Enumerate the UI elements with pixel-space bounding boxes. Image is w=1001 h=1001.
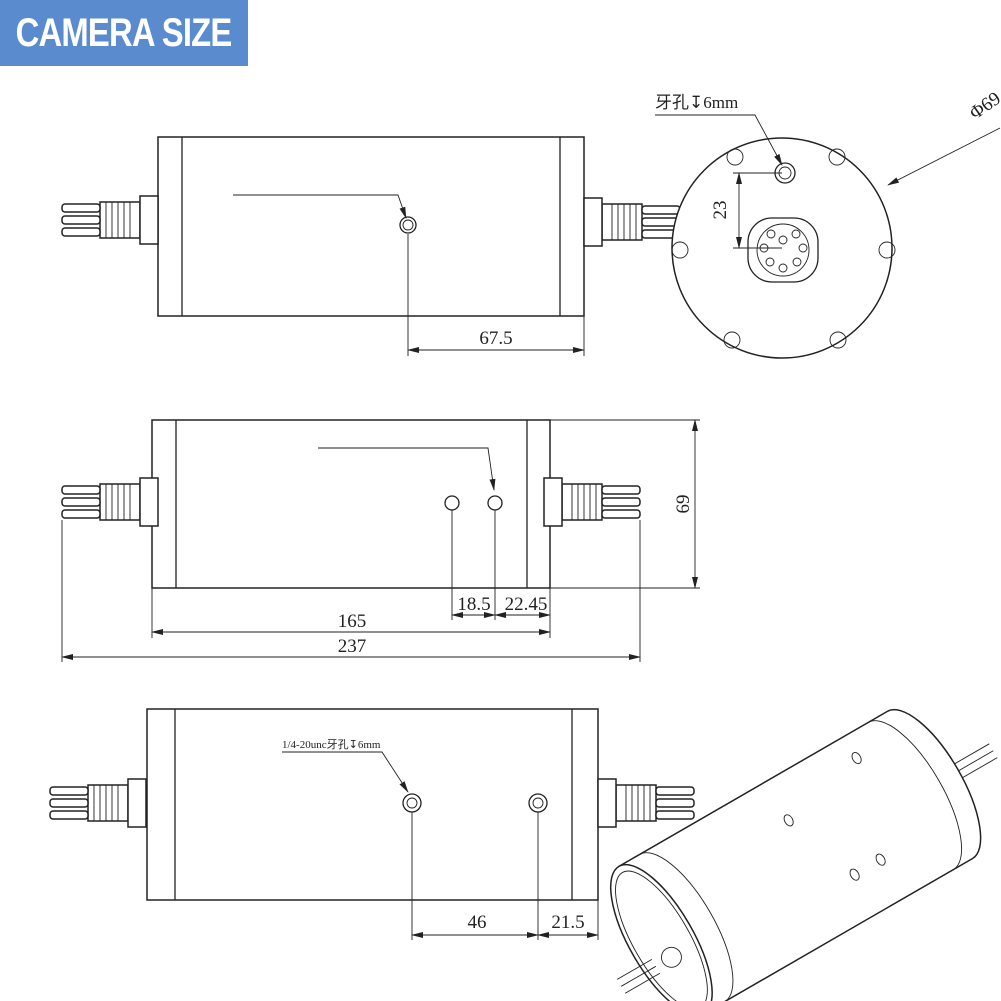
dim-22-45: 22.45 (505, 594, 548, 615)
isometric-camera-view (609, 708, 998, 1001)
end-view: 23 牙孔↧6mm Φ69 (655, 88, 1001, 359)
bottom-hole-label: 1/4-20unc牙孔↧6mm (282, 738, 381, 751)
bottom-view: 1/4-20unc牙孔↧6mm 46 21.5 (49, 708, 695, 940)
dim-237: 237 (338, 636, 367, 657)
page-title: CAMERA SIZE (16, 10, 233, 55)
dim-23: 23 (710, 201, 731, 220)
dim-67-5: 67.5 (479, 328, 512, 349)
mount-hole (399, 216, 417, 234)
dim-height-69: 69 (673, 495, 694, 514)
end-hole-label: 牙孔↧6mm (655, 93, 738, 112)
dim-46: 46 (468, 912, 487, 933)
dim-18-5: 18.5 (457, 594, 490, 615)
dim-165: 165 (338, 611, 367, 632)
top-view: 67.5 (61, 136, 681, 356)
title-banner: CAMERA SIZE (0, 0, 248, 66)
dim-21-5: 21.5 (551, 912, 584, 933)
side-view: 69 18.5 22.45 165 237 (61, 419, 700, 662)
dim-diameter-69: Φ69 (966, 88, 1001, 124)
